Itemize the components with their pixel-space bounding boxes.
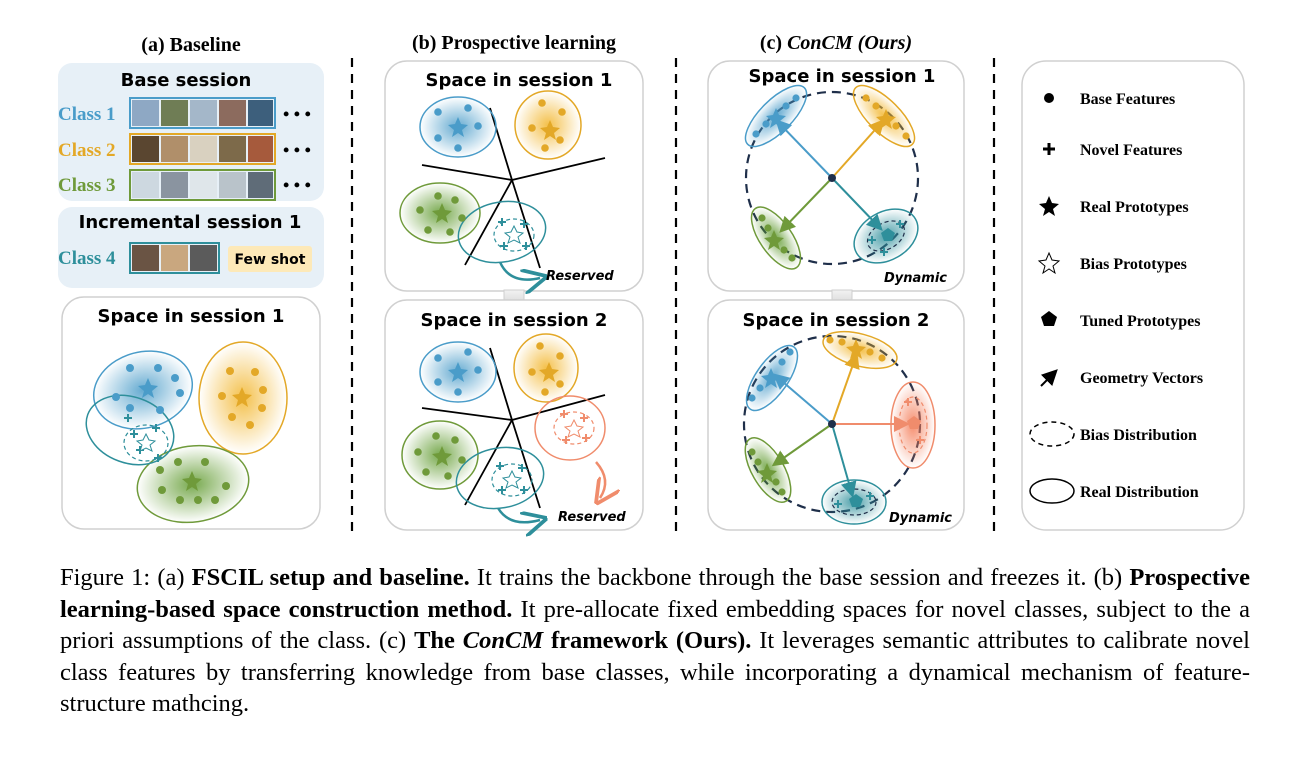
ellipse-icon xyxy=(1029,478,1075,504)
legend-label-base-features: Base Features xyxy=(1080,91,1175,108)
caption-bold-3b: framework (Ours). xyxy=(543,627,752,654)
panel-b-title: (b) Prospective learning xyxy=(412,32,616,54)
legend-box xyxy=(1021,60,1245,531)
panel-a-space-title: Space in session 1 xyxy=(98,306,285,327)
class-2-ellipsis: • • • xyxy=(283,140,311,160)
figure: (a) Baseline Base session Class 1 Class … xyxy=(58,32,1245,545)
caption-part-3: It pre-allocate fixed embedding spaces f… xyxy=(60,595,1250,655)
star-icon xyxy=(1039,196,1059,216)
caption-bold-3a: The xyxy=(414,627,463,654)
class-1-label: Class 1 xyxy=(58,104,116,125)
panel-b-space2-title: Space in session 2 xyxy=(421,310,608,331)
panel-b-space1-box xyxy=(384,60,644,292)
legend-label-bias-prototypes: Bias Prototypes xyxy=(1080,256,1187,273)
dashed-ellipse-icon xyxy=(1029,421,1075,447)
panel-b-reserved-label-1: Reserved xyxy=(546,269,614,284)
legend: Base Features Novel Features Real Protot… xyxy=(1029,91,1203,504)
panel-b-reserved-label-2: Reserved xyxy=(558,510,626,525)
legend-label-novel-features: Novel Features xyxy=(1080,142,1182,159)
panel-a-title: (a) Baseline xyxy=(141,34,241,56)
class-1-ellipsis: • • • xyxy=(283,104,311,124)
class-4-images xyxy=(129,242,220,274)
panel-c-space2-title: Space in session 2 xyxy=(743,310,930,331)
class-4-label: Class 4 xyxy=(58,248,116,269)
legend-label-real-prototypes: Real Prototypes xyxy=(1080,199,1189,216)
figure-caption: Figure 1: (a) FSCIL setup and baseline. … xyxy=(60,562,1250,720)
incremental-session-label: Incremental session 1 xyxy=(79,212,302,233)
class-3-images xyxy=(129,169,276,201)
panel-b-space1-scatter xyxy=(399,90,606,280)
caption-part-2: It trains the backbone through the base … xyxy=(469,564,1130,591)
few-shot-badge xyxy=(228,246,312,272)
panel-c-title-prefix: (c) xyxy=(760,32,787,54)
class-3-label: Class 3 xyxy=(58,175,116,196)
class-3-ellipsis: • • • xyxy=(283,175,311,195)
few-shot-label: Few shot xyxy=(235,252,306,268)
caption-bold-3-italic: ConCM xyxy=(462,627,544,654)
pentagon-icon xyxy=(1041,311,1057,326)
legend-label-tuned-prototypes: Tuned Prototypes xyxy=(1080,313,1200,330)
panel-c-space2-scatter xyxy=(742,330,936,525)
outline-star-icon xyxy=(1037,251,1061,275)
panel-c-space1-title: Space in session 1 xyxy=(749,66,936,87)
caption-part-4: It leverages semantic attributes to cali… xyxy=(60,627,1250,717)
caption-part-1: Figure 1: (a) xyxy=(60,564,192,591)
panel-c-dynamic-label-2: Dynamic xyxy=(889,511,952,526)
legend-label-real-distribution: Real Distribution xyxy=(1080,484,1199,501)
panel-a-scatter xyxy=(85,341,288,524)
caption-bold-2: Prospective learning-based space constru… xyxy=(60,564,1250,623)
plus-icon xyxy=(1043,143,1055,155)
panel-c-title-italic: ConCM (Ours) xyxy=(787,32,912,54)
caption-bold-1: FSCIL setup and baseline. xyxy=(191,564,470,591)
panel-c-dynamic-label-1: Dynamic xyxy=(884,271,947,286)
class-2-images xyxy=(129,133,276,165)
panel-b-space2-scatter xyxy=(401,333,605,522)
class-1-images xyxy=(129,97,276,129)
panel-c-title: (c) ConCM (Ours) xyxy=(760,32,912,54)
panel-c-space1-scatter xyxy=(744,84,920,270)
panel-b-space2-box xyxy=(384,299,644,531)
base-session-label: Base session xyxy=(121,70,252,91)
caption-bold-3: The ConCM framework (Ours). xyxy=(414,627,751,654)
legend-label-geometry-vectors: Geometry Vectors xyxy=(1080,370,1203,387)
arrow-icon xyxy=(1040,369,1058,387)
legend-label-bias-distribution: Bias Distribution xyxy=(1080,427,1197,444)
class-2-label: Class 2 xyxy=(58,140,116,161)
dot-icon xyxy=(1044,93,1054,103)
panel-b-space1-title: Space in session 1 xyxy=(426,70,613,91)
